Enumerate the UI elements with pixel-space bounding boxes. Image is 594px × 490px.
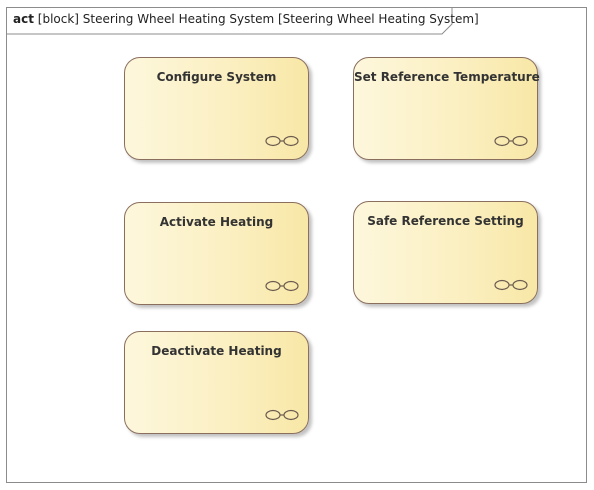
rake-icon [265,409,299,421]
action-label: Activate Heating [159,215,274,229]
action-deactivate-heating[interactable]: Deactivate Heating [124,331,309,434]
rake-icon [494,279,528,291]
action-activate-heating[interactable]: Activate Heating [124,202,309,305]
rake-icon [265,280,299,292]
action-set-reference-temperature[interactable]: Set Reference Temperature [353,57,540,160]
rake-icon [265,135,299,147]
action-label: Safe Reference Setting [367,214,524,228]
action-label: Set Reference Temperature [354,70,540,84]
frame-name-tab [6,7,453,35]
frame-title: act [block] Steering Wheel Heating Syste… [13,12,479,26]
frame-keyword: act [13,12,34,26]
action-configure-system[interactable]: Configure System [124,57,309,160]
frame-name: [block] Steering Wheel Heating System [S… [37,12,479,26]
action-label: Deactivate Heating [151,344,282,358]
rake-icon [494,135,528,147]
action-label: Configure System [156,70,277,84]
action-safe-reference-setting[interactable]: Safe Reference Setting [353,201,538,304]
